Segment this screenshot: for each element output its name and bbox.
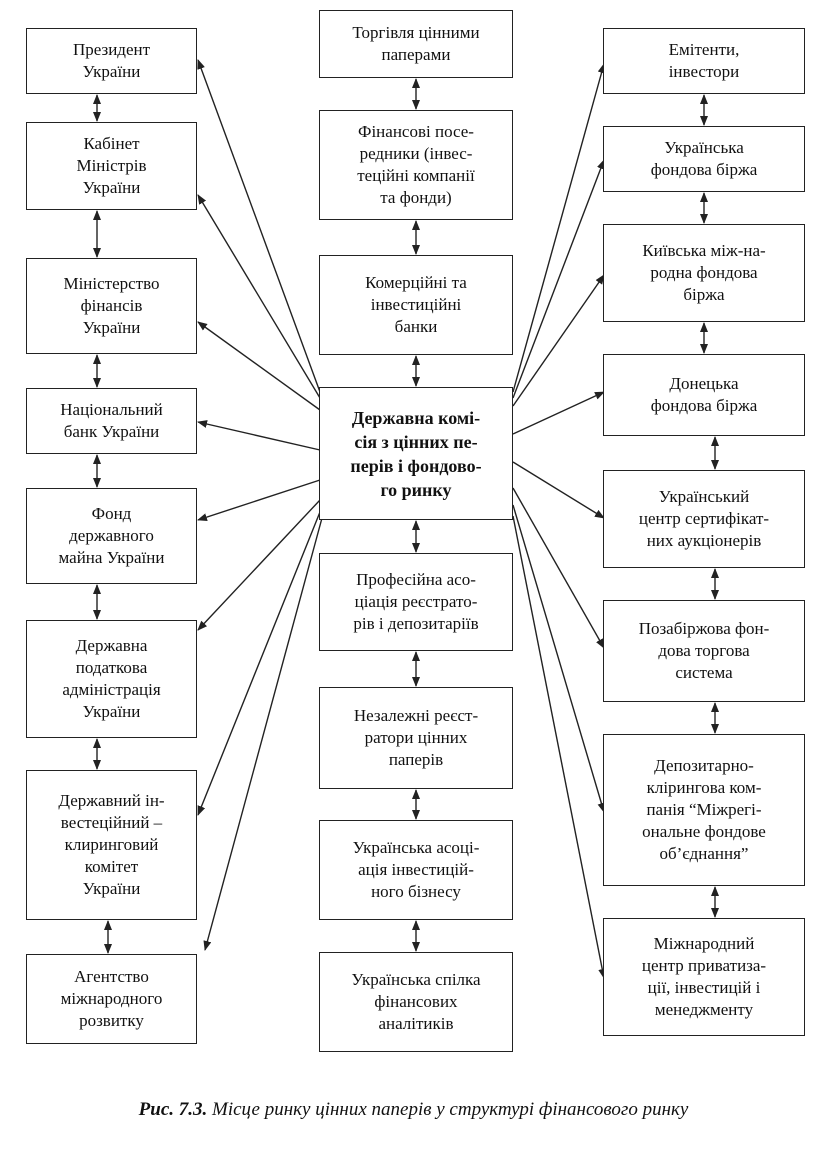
node-prof-assoc: Професійна асо- ціація реєстрато- рів і …: [319, 553, 513, 651]
node-analysts: Українська спілка фінансових аналітиків: [319, 952, 513, 1052]
ray-president: [197, 59, 321, 393]
ray-mcp: [512, 515, 607, 979]
node-dik: Державний ін- вестеційний – клиринговий …: [26, 770, 197, 920]
ray-dik: [197, 511, 321, 816]
node-registrars: Незалежні реєст- ратори цінних паперів: [319, 687, 513, 789]
node-mcp: Міжнародний центр приватиза- ції, інвест…: [603, 918, 805, 1036]
node-ufb: Українська фондова біржа: [603, 126, 805, 192]
ray-issuers: [512, 63, 606, 393]
ray-kmfb: [512, 274, 605, 407]
node-agency: Агентство міжнародного розвитку: [26, 954, 197, 1044]
ray-dfb: [512, 391, 605, 435]
node-ucsa: Український центр сертифікат- них аукціо…: [603, 470, 805, 568]
node-trade: Торгівля цінними паперами: [319, 10, 513, 78]
ray-cabinet: [197, 194, 321, 399]
node-pfts: Позабіржова фон- дова торгова система: [603, 600, 805, 702]
node-center: Державна комі- сія з цінних пе- перів і …: [319, 387, 513, 520]
node-cabinet: Кабінет Міністрів України: [26, 122, 197, 210]
node-dfb: Донецька фондова біржа: [603, 354, 805, 436]
ray-agency: [203, 517, 323, 951]
node-minfin: Міністерство фінансів України: [26, 258, 197, 354]
figure-caption: Рис. 7.3. Місце ринку цінних паперів у с…: [0, 1098, 827, 1122]
ray-minfin: [197, 321, 321, 411]
node-uaib: Українська асоці- ація інвестицій- ного …: [319, 820, 513, 920]
figure-label: Рис. 7.3.: [138, 1099, 208, 1120]
node-president: Президент України: [26, 28, 197, 94]
node-banks: Комерційні та інвестиційні банки: [319, 255, 513, 355]
node-kmfb: Київська між-на- родна фондова біржа: [603, 224, 805, 322]
ray-pfts: [512, 487, 605, 649]
node-intermediaries: Фінансові посе- редники (інвес- теційні …: [319, 110, 513, 220]
node-nbu: Національний банк України: [26, 388, 197, 454]
node-mfs: Депозитарно- клірингова ком- панія “Міжр…: [603, 734, 805, 886]
ray-ufb: [512, 159, 605, 399]
node-spf: Фонд державного майна України: [26, 488, 197, 584]
ray-spf: [197, 479, 321, 521]
node-issuers: Емітенти, інвестори: [603, 28, 805, 94]
node-dpa: Державна податкова адміністрація України: [26, 620, 197, 738]
ray-nbu: [197, 420, 321, 451]
ray-ucsa: [512, 461, 605, 519]
ray-dpa: [197, 499, 321, 631]
ray-mfs: [512, 504, 606, 813]
figure-caption-text: Місце ринку цінних паперів у структурі ф…: [212, 1099, 689, 1120]
